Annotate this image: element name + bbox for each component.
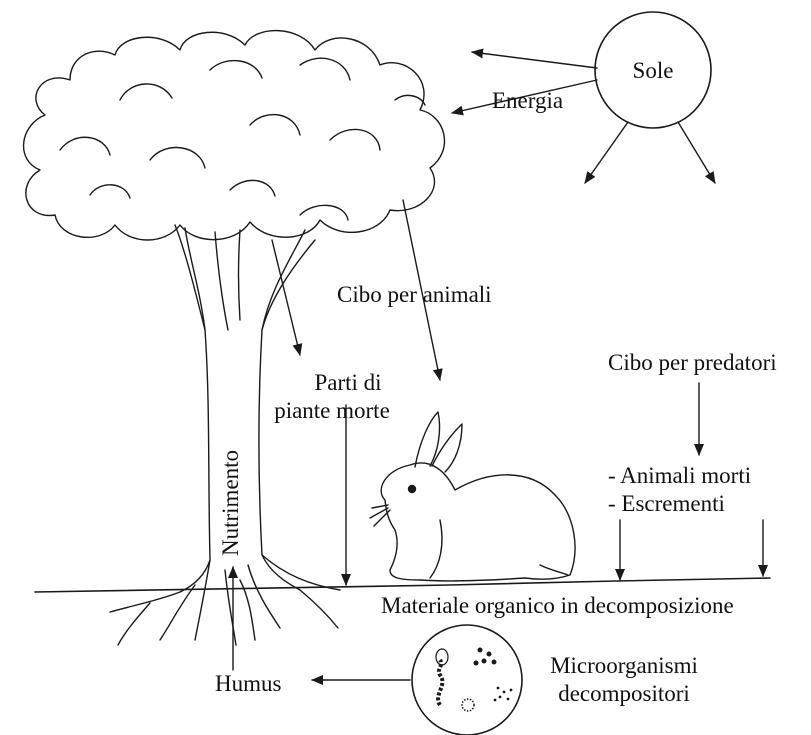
microorganism-shapes [436, 648, 512, 712]
food-for-animals-label: Cibo per animali [337, 282, 492, 307]
tree-roots [110, 555, 340, 645]
tree-canopy [24, 31, 445, 240]
organic-matter-label: Materiale organico in decomposizione [381, 593, 734, 618]
tree-trunk [175, 225, 210, 592]
dead-animals-label: - Animali morti [608, 463, 751, 488]
arrow-canopy-to-dead-parts [272, 240, 300, 355]
rabbit-illustration [370, 412, 575, 581]
microorganisms-label-line2: decompositori [558, 681, 690, 706]
sun-label: Sole [633, 58, 674, 83]
food-for-predators-label: Cibo per predatori [608, 350, 777, 375]
energy-arrows [452, 52, 715, 183]
microorganisms-label-line1: Microorganismi [550, 653, 698, 678]
excrements-label: - Escrementi [608, 491, 725, 516]
dead-plants-label-line1: Parti di [314, 370, 381, 395]
ground-line [35, 578, 770, 592]
dead-plants-label-line2: piante morte [274, 398, 390, 423]
microorganisms-circle [412, 625, 522, 735]
humus-label: Humus [215, 671, 282, 696]
energy-label: Energia [492, 88, 563, 113]
nutrition-label: Nutrimento [218, 450, 243, 556]
